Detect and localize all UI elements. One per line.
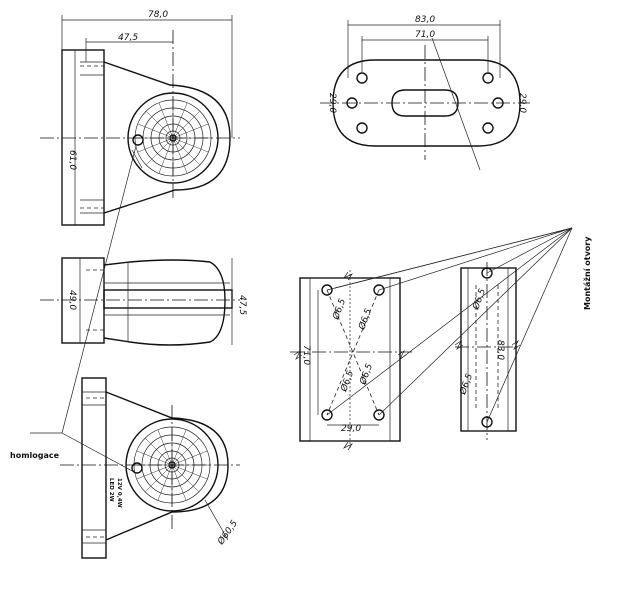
housing-profile <box>103 259 226 346</box>
dim-base-hole-spacing: 71,0 <box>415 30 435 40</box>
dim-base-slot-height: 29,0 <box>327 93 337 113</box>
mounting-holes-callout <box>326 227 573 423</box>
dim-lens-diameter: Ø60,5 <box>215 518 240 548</box>
base-hole-6 <box>482 122 494 134</box>
dim-base-hole-v: 29,0 <box>517 93 527 113</box>
dim-side-total-width: 78,0 <box>148 10 168 20</box>
dim-base-width: 83,0 <box>415 15 435 25</box>
dim-pattern-width: 29,0 <box>341 424 361 434</box>
dim-hole-e: Ø6,5 <box>470 287 488 312</box>
mounting-pattern-right: 83,0 Ø6,5 Ø6,5 <box>454 262 521 440</box>
dim-hole-d: Ø6,5 <box>357 362 375 387</box>
dim-mid-depth: 47,5 <box>237 295 247 315</box>
dim-mid-height: 49,0 <box>67 290 77 310</box>
lamp-text-1: 12V 0,4W <box>116 478 122 508</box>
dim-hole-f: Ø6,5 <box>457 372 475 397</box>
base-hole-1 <box>356 72 368 84</box>
flange-plate-bottom <box>81 377 107 559</box>
base-hole-5 <box>356 122 368 134</box>
profile-view-middle: 49,0 47,5 <box>40 257 247 346</box>
dim-side-center-offset: 47,5 <box>118 33 138 43</box>
dim-hole-b: Ø6,5 <box>356 307 374 332</box>
lamp-body-profile <box>103 289 233 309</box>
mounting-pattern-left: 71,0 29,0 Ø6,5 Ø6,5 Ø6,5 Ø6,5 <box>290 270 412 451</box>
homologation-mark-bottom <box>131 462 143 474</box>
homologation-callout: homlogace <box>10 145 137 473</box>
pattern-hole-3 <box>321 409 333 421</box>
dim-slot-height: 83,0 <box>495 340 505 360</box>
base-slot <box>391 89 459 117</box>
homologation-mark-top <box>132 134 144 146</box>
base-plate-outline <box>332 59 521 147</box>
side-view-top: 78,0 47,5 61,0 <box>40 10 240 226</box>
base-plate-view: 83,0 71,0 29,0 29,0 <box>320 15 530 171</box>
mounting-holes-label: Montážní otvory <box>583 236 592 310</box>
pattern-hole-1 <box>321 284 333 296</box>
lamp-text-2: LED 2W <box>108 478 114 502</box>
front-view-bottom: 12V 0,4W LED 2W Ø60,5 <box>60 377 240 559</box>
pattern-hole-4 <box>373 409 385 421</box>
dim-hole-a: Ø6,5 <box>330 297 348 322</box>
base-hole-2 <box>482 72 494 84</box>
dim-side-height: 61,0 <box>67 150 77 170</box>
flange-plate-top <box>61 49 105 226</box>
pattern-hole-2 <box>373 284 385 296</box>
dim-pattern-height: 71,0 <box>301 345 311 365</box>
homologation-label: homlogace <box>10 451 60 460</box>
